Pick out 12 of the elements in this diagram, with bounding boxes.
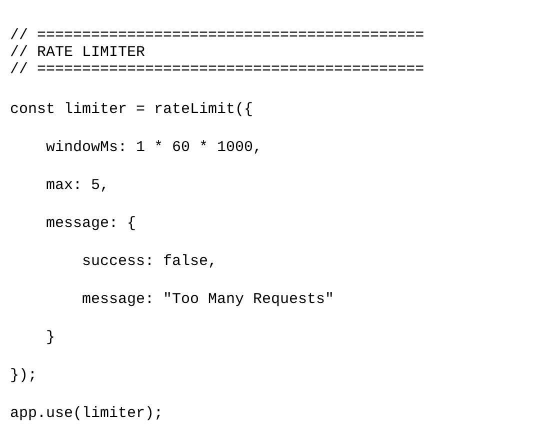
comment-line: // =========================================== bbox=[10, 61, 424, 78]
code-line: app.use(limiter); bbox=[10, 405, 164, 422]
code-line: } bbox=[46, 329, 56, 346]
code-line: max: 5, bbox=[46, 177, 110, 194]
code-line: message: { bbox=[46, 215, 136, 232]
comment-line: // RATE LIMITER bbox=[10, 44, 146, 61]
comment-line: // =========================================== bbox=[10, 27, 424, 44]
code-line: }); bbox=[10, 367, 38, 384]
code-line: success: false, bbox=[82, 253, 218, 270]
code-line: const limiter = rateLimit({ bbox=[10, 101, 254, 118]
code-line: windowMs: 1 * 60 * 1000, bbox=[46, 139, 262, 156]
code-line: message: "Too Many Requests" bbox=[82, 291, 334, 308]
